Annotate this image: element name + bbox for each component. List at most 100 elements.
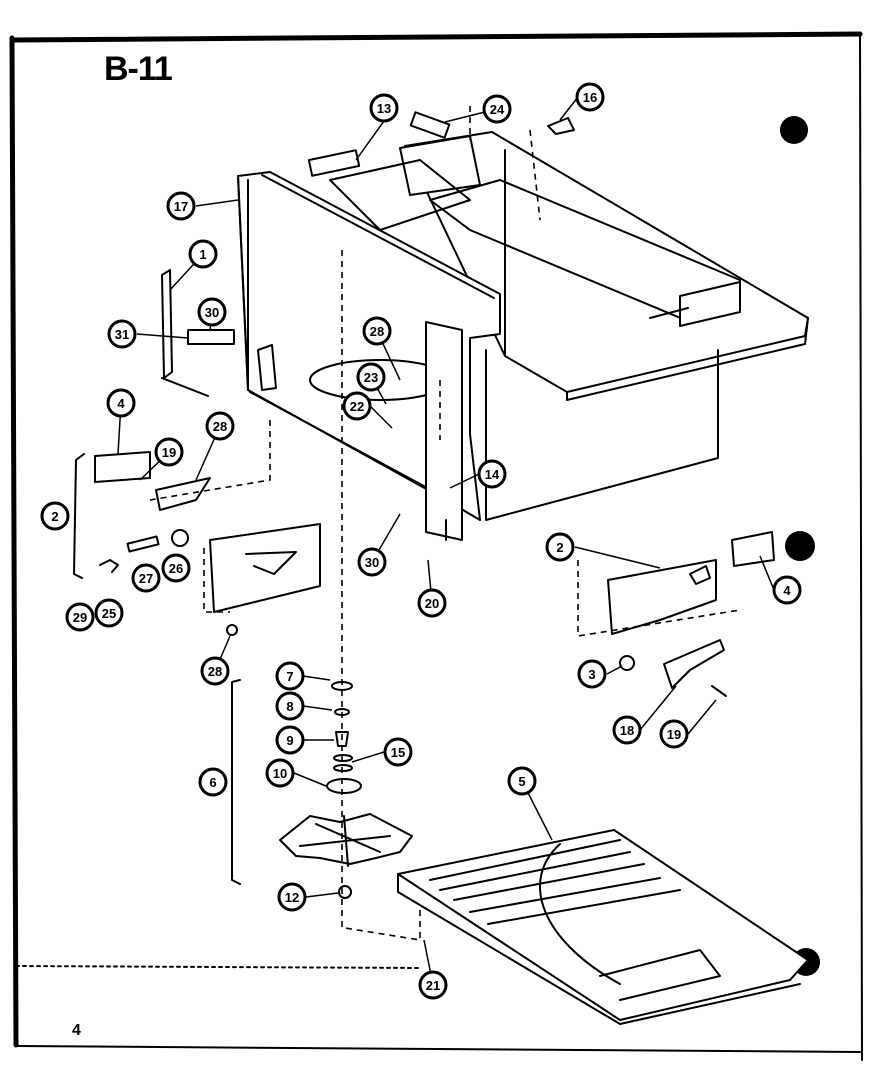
callout-21: 21 — [418, 970, 448, 1000]
callout-19b: 19 — [659, 719, 689, 749]
callout-circle — [575, 82, 605, 112]
callout-circle — [265, 758, 295, 788]
callout-circle — [94, 598, 124, 628]
callout-14: 14 — [477, 459, 507, 489]
cabinet-housing — [399, 131, 809, 521]
callout-circle — [342, 391, 372, 421]
callout-30a: 30 — [197, 297, 227, 327]
top-parts — [161, 111, 575, 541]
callout-24: 24 — [482, 94, 512, 124]
group-brackets — [73, 453, 241, 885]
callout-5: 5 — [507, 766, 537, 796]
callout-circle — [277, 882, 307, 912]
callout-label: 28 — [213, 419, 227, 434]
callout-circle — [161, 553, 191, 583]
callout-circle — [612, 715, 642, 745]
callout-15: 15 — [383, 737, 413, 767]
callout-label: 17 — [174, 199, 188, 214]
callout-label: 5 — [518, 774, 525, 789]
callout-4a: 4 — [106, 388, 136, 418]
callout-23: 23 — [356, 362, 386, 392]
callout-31: 31 — [107, 319, 137, 349]
callout-label: 19 — [667, 727, 681, 742]
callout-label: 1 — [199, 247, 206, 262]
callout-circle — [362, 316, 392, 346]
callout-28c: 28 — [200, 656, 230, 686]
callout-label: 4 — [117, 396, 125, 411]
callout-circle — [417, 588, 447, 618]
callout-label: 27 — [139, 571, 153, 586]
callout-label: 21 — [426, 978, 440, 993]
base-pan — [397, 829, 809, 1025]
callout-28b: 28 — [205, 411, 235, 441]
callout-circle — [418, 970, 448, 1000]
callout-circle — [198, 767, 228, 797]
callout-label: 19 — [162, 445, 176, 460]
callout-circle — [197, 297, 227, 327]
callout-4b: 4 — [772, 575, 802, 605]
callout-circle — [577, 659, 607, 689]
callout-30b: 30 — [357, 547, 387, 577]
callout-22: 22 — [342, 391, 372, 421]
callout-label: 16 — [583, 90, 597, 105]
callout-6: 6 — [198, 767, 228, 797]
callout-29: 29 — [65, 602, 95, 632]
callout-circle — [65, 602, 95, 632]
callout-circle — [106, 388, 136, 418]
callout-circle — [107, 319, 137, 349]
callout-12: 12 — [277, 882, 307, 912]
callout-13: 13 — [369, 93, 399, 123]
callout-label: 29 — [73, 610, 87, 625]
callout-label: 28 — [208, 664, 222, 679]
callout-16: 16 — [575, 82, 605, 112]
callout-label: 12 — [285, 890, 299, 905]
callout-9: 9 — [275, 725, 305, 755]
callout-28a: 28 — [362, 316, 392, 346]
callout-label: 8 — [286, 699, 293, 714]
callout-17: 17 — [166, 191, 196, 221]
callout-circle — [356, 362, 386, 392]
callout-group: 13 24 16 17 1 31 30 28 23 22 4 19 28 2 27 26 29 25 14 30 20 2… — [40, 82, 802, 1000]
callout-label: 4 — [783, 583, 791, 598]
callout-label: 14 — [485, 467, 500, 482]
callout-label: 31 — [115, 327, 129, 342]
callout-label: 15 — [391, 745, 405, 760]
callout-label: 10 — [273, 766, 287, 781]
callout-label: 2 — [51, 509, 58, 524]
callout-3: 3 — [577, 659, 607, 689]
callout-label: 18 — [620, 723, 634, 738]
callout-circle — [772, 575, 802, 605]
callout-circle — [200, 656, 230, 686]
callout-1: 1 — [188, 239, 218, 269]
left-shroud-assembly — [94, 451, 321, 636]
callout-label: 28 — [370, 324, 384, 339]
callout-26: 26 — [161, 553, 191, 583]
callout-label: 7 — [286, 669, 293, 684]
callout-circle — [40, 501, 70, 531]
callout-circle — [131, 563, 161, 593]
callout-10: 10 — [265, 758, 295, 788]
callout-circle — [383, 737, 413, 767]
fan-assembly — [279, 681, 413, 899]
callout-circle — [507, 766, 537, 796]
page-number: 4 — [72, 1022, 81, 1039]
callout-7: 7 — [275, 661, 305, 691]
callout-circle — [275, 691, 305, 721]
callout-label: 13 — [377, 101, 391, 116]
callout-circle — [357, 547, 387, 577]
callout-label: 30 — [205, 305, 219, 320]
callout-label: 9 — [286, 733, 293, 748]
callout-25: 25 — [94, 598, 124, 628]
right-shroud-assembly — [607, 531, 775, 697]
callout-label: 25 — [102, 606, 116, 621]
callout-circle — [545, 532, 575, 562]
callout-label: 20 — [425, 596, 439, 611]
callout-label: 23 — [364, 370, 378, 385]
callout-circle — [659, 719, 689, 749]
callout-circle — [188, 239, 218, 269]
callout-circle — [166, 191, 196, 221]
callout-label: 26 — [169, 561, 183, 576]
callout-circle — [275, 661, 305, 691]
